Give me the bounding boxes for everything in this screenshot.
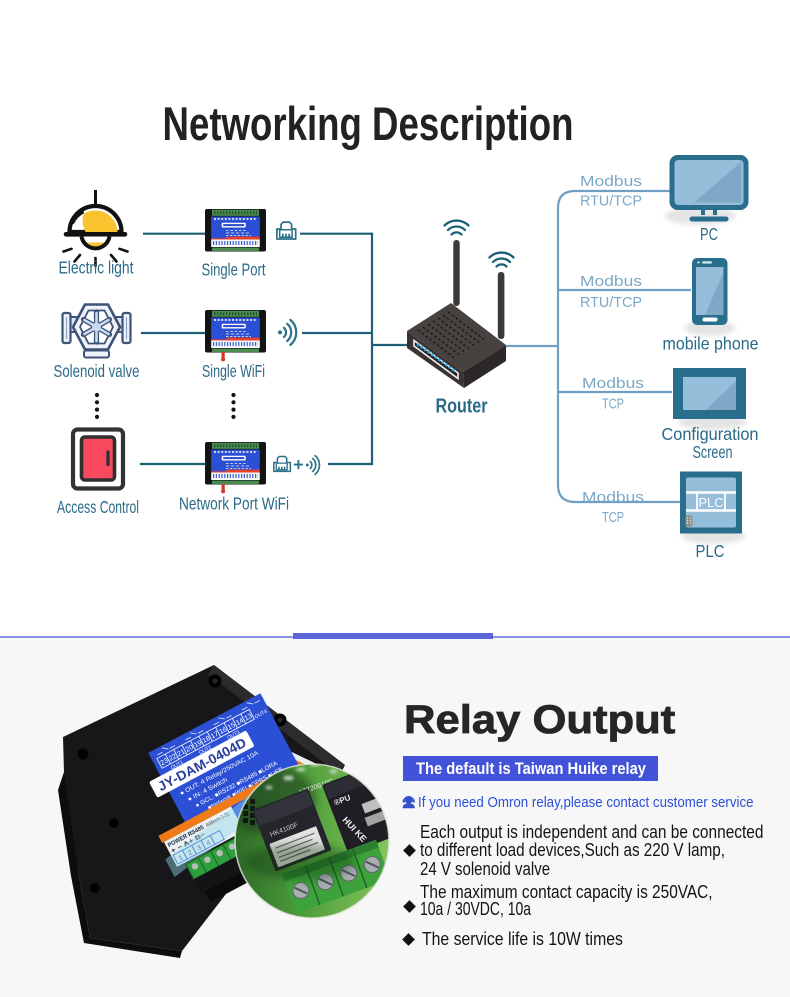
svg-text:RTU/TCP: RTU/TCP [580,295,642,311]
svg-text:23: 23 [160,757,170,767]
svg-text:Modbus: Modbus [580,174,642,190]
svg-text:17: 17 [210,731,220,741]
svg-text:16: 16 [218,726,228,736]
svg-text:Solenoid valve: Solenoid valve [54,361,140,381]
svg-text:OUT1: OUT1 [170,759,185,771]
svg-text:Modbus: Modbus [582,376,644,392]
svg-text:Modbus: Modbus [580,274,642,290]
svg-text:Single WiFi: Single WiFi [202,361,265,381]
svg-text:Configuration: Configuration [662,424,759,444]
svg-text:Access Control: Access Control [57,497,139,517]
svg-text:mobile phone: mobile phone [663,334,759,354]
svg-text:1: 1 [178,854,185,862]
svg-text:18: 18 [201,735,211,745]
svg-text:21: 21 [176,748,186,758]
svg-text:Network Port WiFi: Network Port WiFi [179,494,289,514]
svg-text:Modbus: Modbus [582,490,644,506]
svg-text:20: 20 [185,744,195,754]
svg-text:PLC: PLC [698,495,723,510]
svg-text:RTU/TCP: RTU/TCP [580,194,642,210]
svg-text:14: 14 [235,717,245,727]
svg-text:3: 3 [196,844,203,852]
svg-text:PLC: PLC [696,541,725,561]
svg-text:22: 22 [168,753,178,763]
svg-text:TCP: TCP [602,510,624,526]
svg-text:13: 13 [243,713,253,723]
svg-text:PC: PC [700,224,718,244]
svg-text:19: 19 [193,740,203,750]
svg-text:OUT4: OUT4 [254,709,269,721]
svg-text:Router: Router [436,396,488,418]
svg-text:OUT3: OUT3 [226,729,241,741]
svg-text:4: 4 [205,840,212,848]
svg-text:OUT2: OUT2 [198,744,213,756]
svg-text:2: 2 [187,849,194,857]
svg-text:Single Port: Single Port [202,260,266,280]
svg-text:Electric light: Electric light [59,258,134,278]
svg-text:Screen: Screen [693,442,733,462]
svg-text:TCP: TCP [602,397,624,413]
svg-text:15: 15 [227,722,237,732]
